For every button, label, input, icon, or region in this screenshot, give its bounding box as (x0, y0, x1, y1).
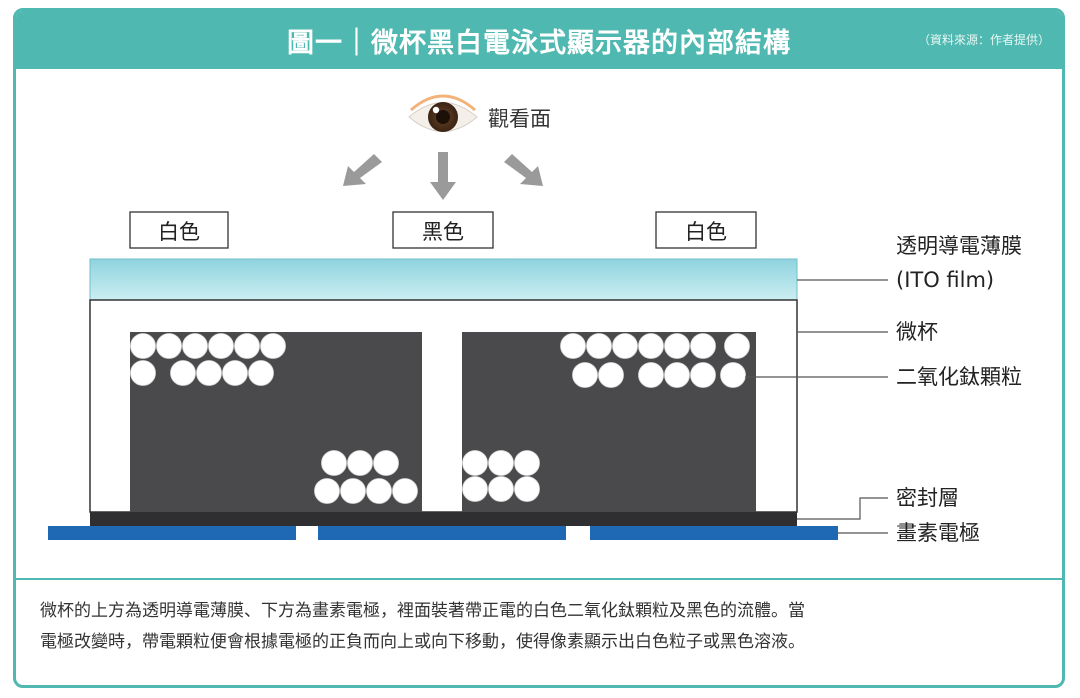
tio2-particles (130, 333, 750, 504)
callout-lines (745, 279, 888, 534)
tio2-particle (392, 478, 418, 504)
tio2-particle (724, 333, 750, 359)
tio2-particle (488, 450, 514, 476)
tio2-particle (664, 362, 690, 388)
tio2-particle (572, 362, 598, 388)
tio2-particle (182, 333, 208, 359)
tio2-particle (314, 478, 340, 504)
callout-ito-label: 透明導電薄膜 (896, 234, 1022, 258)
view-arrow-icon (343, 154, 382, 186)
ito-film-layer (89, 258, 798, 301)
pixel-electrode (590, 526, 838, 540)
callout-seal-label: 密封層 (896, 486, 959, 510)
caption-line: 微杯的上方為透明導電薄膜、下方為畫素電極，裡面裝著帶正電的白色二氧化鈦顆粒及黑色… (40, 601, 805, 621)
tio2-particle (462, 476, 488, 502)
title-bar: 圖一｜微杯黑白電泳式顯示器的內部結構 （資料來源：作者提供） (16, 11, 1062, 69)
state-label-box (655, 211, 757, 249)
tio2-particle (560, 333, 586, 359)
tio2-particle (234, 333, 260, 359)
tio2-particle (690, 333, 716, 359)
tio2-particle (488, 476, 514, 502)
source-note: （資料來源：作者提供） (917, 33, 1050, 47)
state-label-box (392, 211, 494, 249)
state-label-black: 黑色 (422, 220, 464, 244)
tio2-particle (366, 478, 392, 504)
state-label-white-left: 白色 (158, 220, 200, 244)
tio2-particle (156, 333, 182, 359)
callout-ito-sublabel: (ITO film) (896, 268, 994, 292)
state-label-box (129, 211, 229, 249)
microcup-diagram: 觀看面 白色 黑色 白色 透明導電薄膜 (ITO film) 微杯 二氧化鈦顆粒… (48, 94, 1022, 545)
tio2-particle (248, 360, 274, 386)
figure-caption: 微杯的上方為透明導電薄膜、下方為畫素電極，裡面裝著帶正電的白色二氧化鈦顆粒及黑色… (40, 596, 1040, 658)
tio2-particle (638, 362, 664, 388)
callout-electrode-label: 畫素電極 (896, 521, 980, 545)
tio2-particle (514, 476, 540, 502)
pixel-electrode (48, 526, 296, 540)
caption-divider (16, 578, 1062, 580)
tio2-particle (340, 478, 366, 504)
eye-icon (408, 94, 478, 132)
tio2-particle (222, 360, 248, 386)
callout-tio2-label: 二氧化鈦顆粒 (896, 365, 1022, 389)
viewer-label: 觀看面 (488, 107, 551, 131)
tio2-particle (514, 450, 540, 476)
tio2-particle (690, 362, 716, 388)
tio2-particle (720, 362, 746, 388)
tio2-particle (373, 450, 399, 476)
tio2-particle (208, 333, 234, 359)
tio2-particle (130, 333, 156, 359)
view-arrow-icon (430, 152, 456, 200)
figure-title: 圖一｜微杯黑白電泳式顯示器的內部結構 (287, 28, 791, 59)
tio2-particle (462, 450, 488, 476)
tio2-particle (130, 360, 156, 386)
state-label-white-right: 白色 (685, 220, 727, 244)
seal-layer (90, 512, 797, 526)
tio2-particle (347, 450, 373, 476)
tio2-particle (260, 333, 286, 359)
view-arrow-icon (504, 154, 543, 186)
pixel-electrode (318, 526, 566, 540)
callout-microcup-label: 微杯 (896, 320, 938, 344)
tio2-particle (612, 333, 638, 359)
tio2-particle (586, 333, 612, 359)
tio2-particle (196, 360, 222, 386)
tio2-particle (664, 333, 690, 359)
tio2-particle (598, 362, 624, 388)
tio2-particle (170, 360, 196, 386)
tio2-particle (321, 450, 347, 476)
tio2-particle (638, 333, 664, 359)
caption-line: 電極改變時，帶電顆粒便會根據電極的正負而向上或向下移動，使得像素顯示出白色粒子或… (40, 632, 805, 652)
